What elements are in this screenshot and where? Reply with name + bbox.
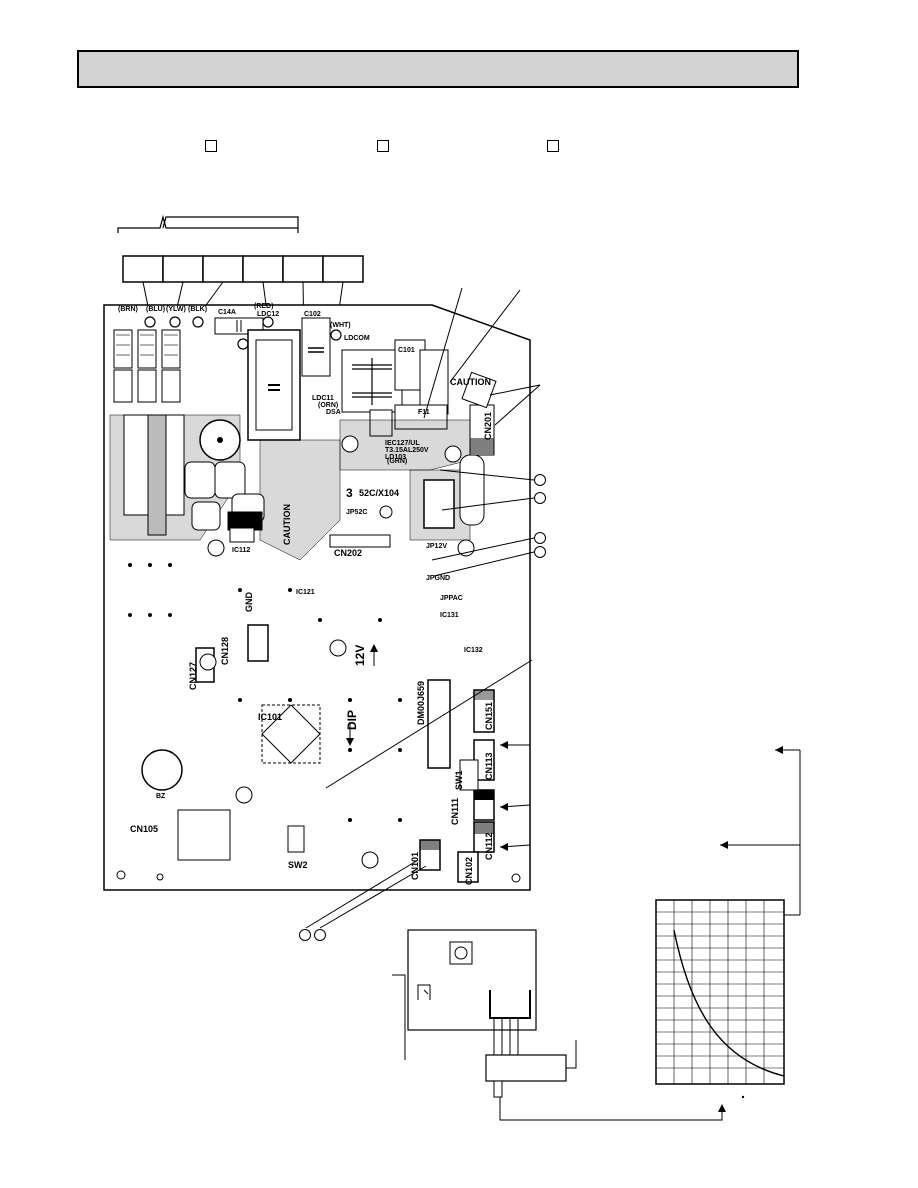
- cn101-label: CN101: [410, 852, 420, 880]
- cn112-label: CN112: [484, 832, 494, 860]
- ic121-label: IC121: [296, 589, 315, 596]
- wire-label-blk: (BLK): [188, 306, 207, 313]
- cn105-connector: [177, 809, 231, 861]
- ic101-label: IC101: [258, 712, 282, 722]
- ldcom-label: LDCOM: [344, 335, 370, 342]
- cn113-label: CN113: [484, 752, 494, 780]
- c101-label: C101: [398, 347, 415, 354]
- section-header-bar: [77, 50, 799, 88]
- cn151-label: CN151: [484, 702, 494, 730]
- legend-box-2: [377, 140, 389, 152]
- c102-label: C102: [304, 311, 321, 318]
- cn102-label: CN102: [464, 857, 474, 885]
- sw2-switch: [287, 825, 305, 853]
- cn202-label: CN202: [334, 548, 362, 558]
- wire-label-orn: (ORN): [318, 402, 338, 409]
- sw2-label: SW2: [288, 860, 308, 870]
- wire-label-blu: (BLU): [146, 306, 165, 313]
- dip-label: DIP: [345, 710, 359, 730]
- cn201-label: CN201: [483, 412, 493, 440]
- fuse-rating-2: T3.15AL250V: [385, 447, 429, 454]
- ic132-label: IC132: [464, 647, 483, 654]
- cn111-label: CN111: [450, 798, 460, 825]
- jppac-label: JPPAC: [440, 595, 463, 602]
- dsa-label: DSA: [326, 409, 341, 416]
- caution-label-1: CAUTION: [450, 377, 491, 387]
- label-bracket: [117, 214, 299, 233]
- relay-label: 52C/X104: [359, 488, 399, 498]
- ic112-label: IC112: [232, 547, 250, 554]
- jpg-label: JPG: [480, 793, 495, 800]
- v12-label: 12V: [353, 645, 367, 666]
- three-label: 3: [346, 486, 353, 500]
- caution-label-2: CAUTION: [282, 504, 292, 545]
- ic112-chip: [229, 527, 255, 543]
- varistor-blocks: [113, 329, 181, 403]
- top-connector-pins: [144, 316, 342, 350]
- wire-label-red: (RED): [254, 303, 273, 310]
- sw1-label: SW1: [454, 770, 464, 790]
- thermistor-curve-chart: [655, 899, 785, 1099]
- jp12v-label: JP12V: [426, 543, 447, 550]
- microcontroller: [427, 679, 451, 769]
- wire-label-ylw: (YLW): [166, 306, 186, 313]
- buzzer: [141, 749, 183, 791]
- jp52c-label: JP52C: [346, 509, 367, 516]
- fuse-rating: IEC127/UL: [385, 440, 420, 447]
- board-id-label: DM00J659: [416, 681, 426, 725]
- wire-label-grn: (GRN): [387, 458, 407, 465]
- wire-label-brn: (BRN): [118, 306, 138, 313]
- cn128-label: CN128: [220, 637, 230, 665]
- wire-label-wht: (WHT): [330, 322, 351, 329]
- bz-label: BZ: [156, 793, 166, 800]
- jpgnd-label: JPGND: [426, 575, 450, 582]
- ldc12-label: LDC12: [257, 311, 279, 318]
- ldc11-label: LDC11: [312, 395, 334, 402]
- legend-box-3: [547, 140, 559, 152]
- f11-label: F11: [418, 409, 430, 416]
- gnd-label: GND: [244, 592, 254, 613]
- fuse-f11: [394, 404, 448, 430]
- connector-label-row: [122, 255, 364, 283]
- cn202-connector: [329, 534, 391, 548]
- c14a-label: C14A: [218, 309, 236, 316]
- ld103-label: LD103: [385, 454, 406, 461]
- relay-x104: [423, 479, 455, 529]
- ic131-label: IC131: [440, 612, 459, 619]
- legend-box-1: [205, 140, 217, 152]
- varistor-hatch: [116, 334, 178, 356]
- ic101-chip: [261, 704, 321, 764]
- cn105-label: CN105: [130, 824, 158, 834]
- sensor-plug: [485, 1054, 567, 1082]
- sw1-switch: [459, 759, 479, 791]
- cn127-label: CN127: [188, 662, 198, 690]
